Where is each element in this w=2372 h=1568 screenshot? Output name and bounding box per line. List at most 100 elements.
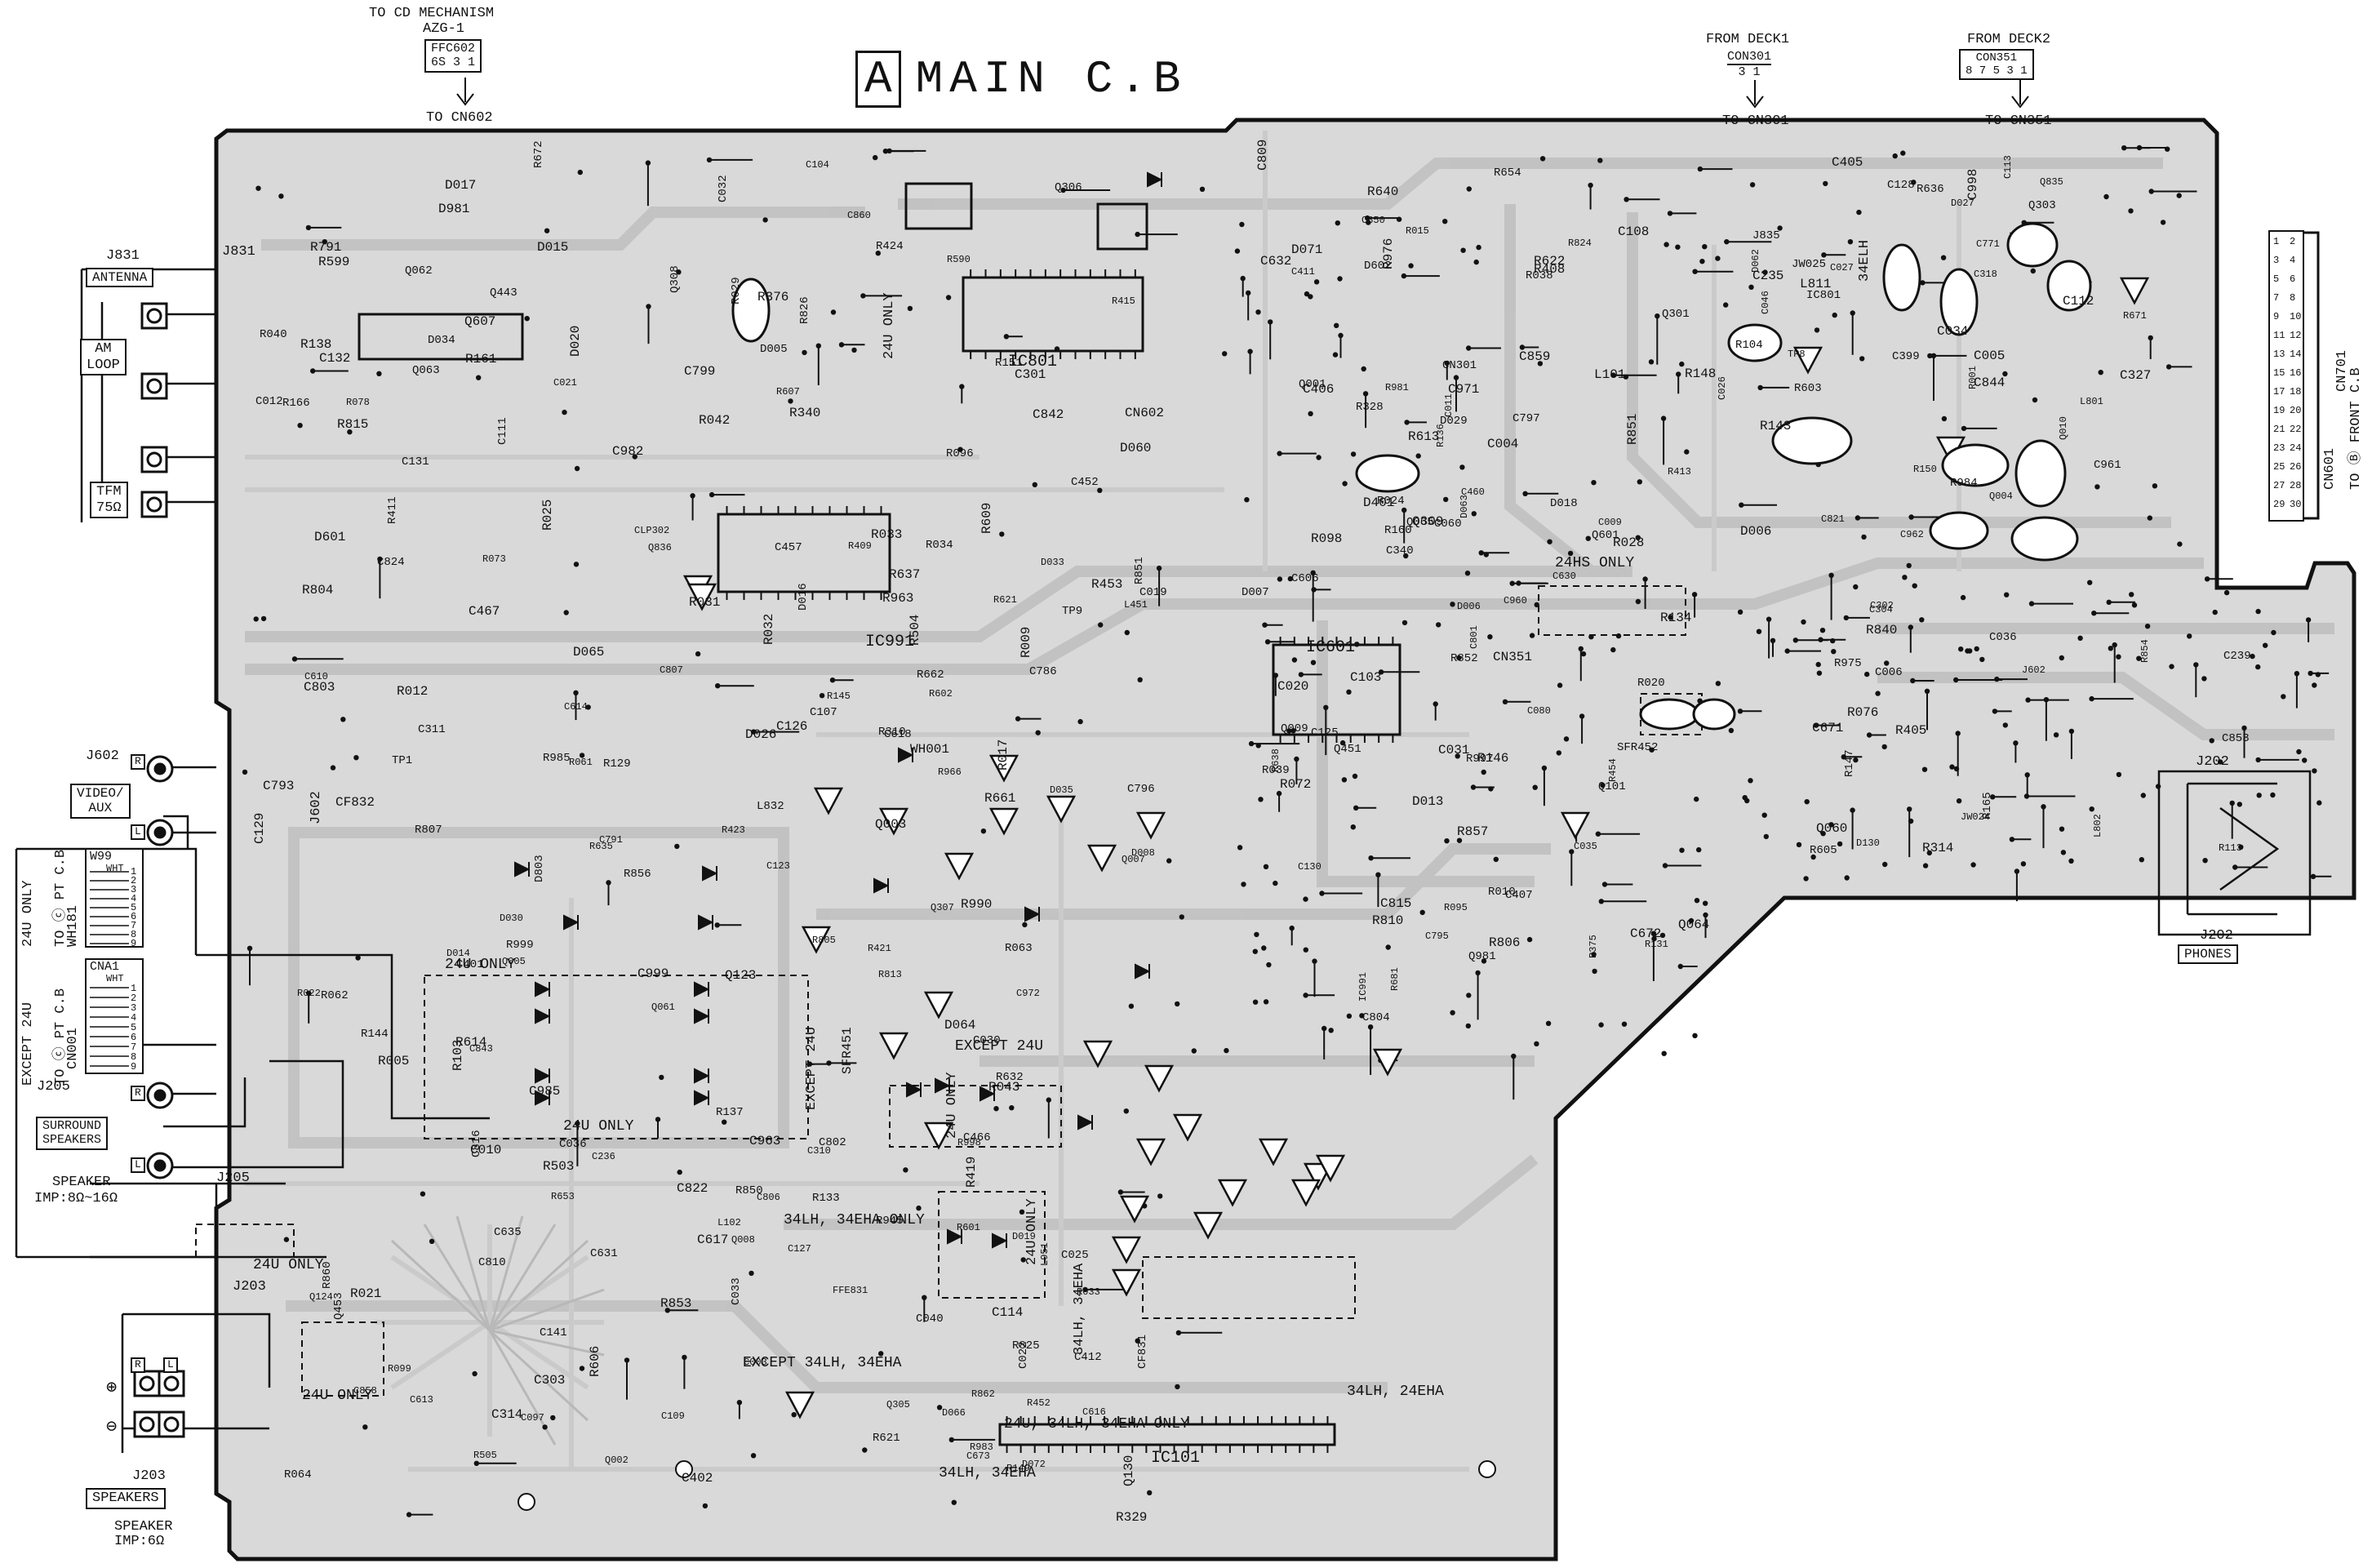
speaker-imp-1: SPEAKER (114, 1519, 173, 1535)
pin-number: 8 (131, 1051, 137, 1063)
component-label: C112 (2063, 294, 2094, 309)
note-24u-only-1: 24U ONLY (445, 957, 516, 973)
component-label: R010 (1488, 886, 1516, 899)
component-label: R815 (337, 417, 369, 432)
solder-pad (2128, 208, 2134, 214)
component-label: C822 (677, 1181, 708, 1196)
solder-pad (907, 305, 913, 312)
solder-pad (542, 1424, 548, 1430)
diode-symbol (906, 1082, 922, 1098)
component-label: C005 (1974, 349, 2006, 363)
upper-wire-color: WHT (106, 863, 124, 874)
solder-pad (1224, 1047, 1229, 1054)
component-label: D013 (1412, 794, 1444, 809)
ffc602-pins: 6S 3 1 (431, 56, 476, 70)
solder-pad (1332, 352, 1339, 358)
component-label: D066 (942, 1407, 966, 1419)
component-label: FFE831 (833, 1285, 868, 1296)
solder-pad (2131, 602, 2138, 608)
fm-box: ⊤FM 75Ω (90, 482, 128, 519)
solder-pad (2059, 826, 2065, 832)
solder-pad (2098, 370, 2103, 375)
solder-pad (362, 1424, 368, 1430)
solder-pad (1020, 1257, 1026, 1263)
component-label: R632 (996, 1071, 1024, 1084)
diode-symbol (1147, 171, 1163, 188)
solder-pad (903, 1167, 908, 1173)
transistor-symbol (988, 754, 1019, 783)
transistor-symbol (923, 1122, 954, 1150)
solder-pad (1537, 361, 1544, 366)
component-label: C236 (592, 1151, 615, 1162)
transistor-symbol (1086, 844, 1117, 873)
component-label: C842 (1033, 407, 1064, 422)
pin-number: 3 (131, 884, 137, 895)
component-label: C466 (963, 1131, 991, 1144)
diode-symbol (935, 1077, 951, 1094)
deck1-name: CON301 (1727, 50, 1772, 66)
component-label: Q062 (405, 264, 433, 278)
solder-pad (2032, 397, 2038, 403)
solder-pad (1820, 831, 1826, 837)
solder-pad (1254, 931, 1259, 938)
solder-pad (677, 1169, 682, 1175)
solder-pad (1401, 620, 1408, 626)
component-label: R314 (1922, 841, 1954, 855)
transistor-symbol (1792, 346, 1823, 375)
component-label: D035 (1050, 784, 1073, 796)
component-label: Q060 (1816, 821, 1848, 836)
component-label: C617 (697, 1233, 729, 1247)
component-label: D026 (745, 727, 777, 742)
solder-pad (1547, 539, 1552, 544)
j602-label: J602 (86, 748, 119, 764)
component-label: Q002 (605, 1455, 629, 1466)
solder-pad (875, 251, 882, 256)
component-label: R854 (2139, 639, 2151, 663)
pin-number: 17 (2273, 386, 2285, 398)
solder-pad (1241, 882, 1246, 887)
component-label: R807 (415, 824, 442, 837)
component-label: R613 (1408, 429, 1440, 444)
component-label: R032 (762, 613, 776, 645)
solder-pad (283, 1237, 290, 1242)
solder-pad (2140, 793, 2146, 798)
solder-pad (2136, 655, 2142, 661)
component-label: R009 (1019, 626, 1033, 658)
component-label: Q005 (502, 956, 526, 967)
component-label: Q836 (648, 542, 672, 553)
component-label: D033 (1041, 557, 1064, 568)
component-label: C060 (1434, 517, 1462, 531)
component-label: R606 (588, 1345, 602, 1377)
component-label: R661 (984, 791, 1016, 806)
solder-pad (1337, 276, 1343, 282)
solder-pad (1175, 1001, 1180, 1007)
solder-pad (2223, 589, 2230, 596)
solder-pad (1777, 225, 1783, 231)
j831-inner-label: J831 (222, 244, 255, 260)
component-label: C125 (1311, 726, 1339, 740)
solder-pad (1166, 858, 1172, 864)
component-label: D981 (438, 202, 470, 216)
solder-pad (1532, 784, 1538, 790)
component-label: R076 (1847, 705, 1879, 720)
pin-number: 11 (2273, 330, 2285, 341)
j205-l: L (131, 1157, 145, 1173)
solder-pad (1328, 1028, 1334, 1033)
component-label: R042 (699, 413, 731, 428)
pin-number: 3 (131, 1002, 137, 1014)
transistor-symbol (686, 583, 717, 611)
solder-pad (1287, 575, 1294, 582)
solder-pad (1359, 1013, 1365, 1019)
component-label: R005 (378, 1054, 410, 1068)
component-label: C020 (1277, 679, 1309, 694)
solder-pad (1456, 837, 1463, 843)
solder-pad (1009, 1105, 1015, 1111)
component-label: C031 (1438, 743, 1470, 757)
component-label: C962 (1900, 529, 1924, 540)
component-label: R064 (284, 1468, 312, 1481)
solder-pad (1749, 182, 1756, 188)
diode-symbol (535, 1068, 551, 1084)
transistor-symbol (878, 1032, 909, 1060)
solder-pad (1926, 850, 1932, 856)
component-label: C672 (1630, 926, 1662, 941)
